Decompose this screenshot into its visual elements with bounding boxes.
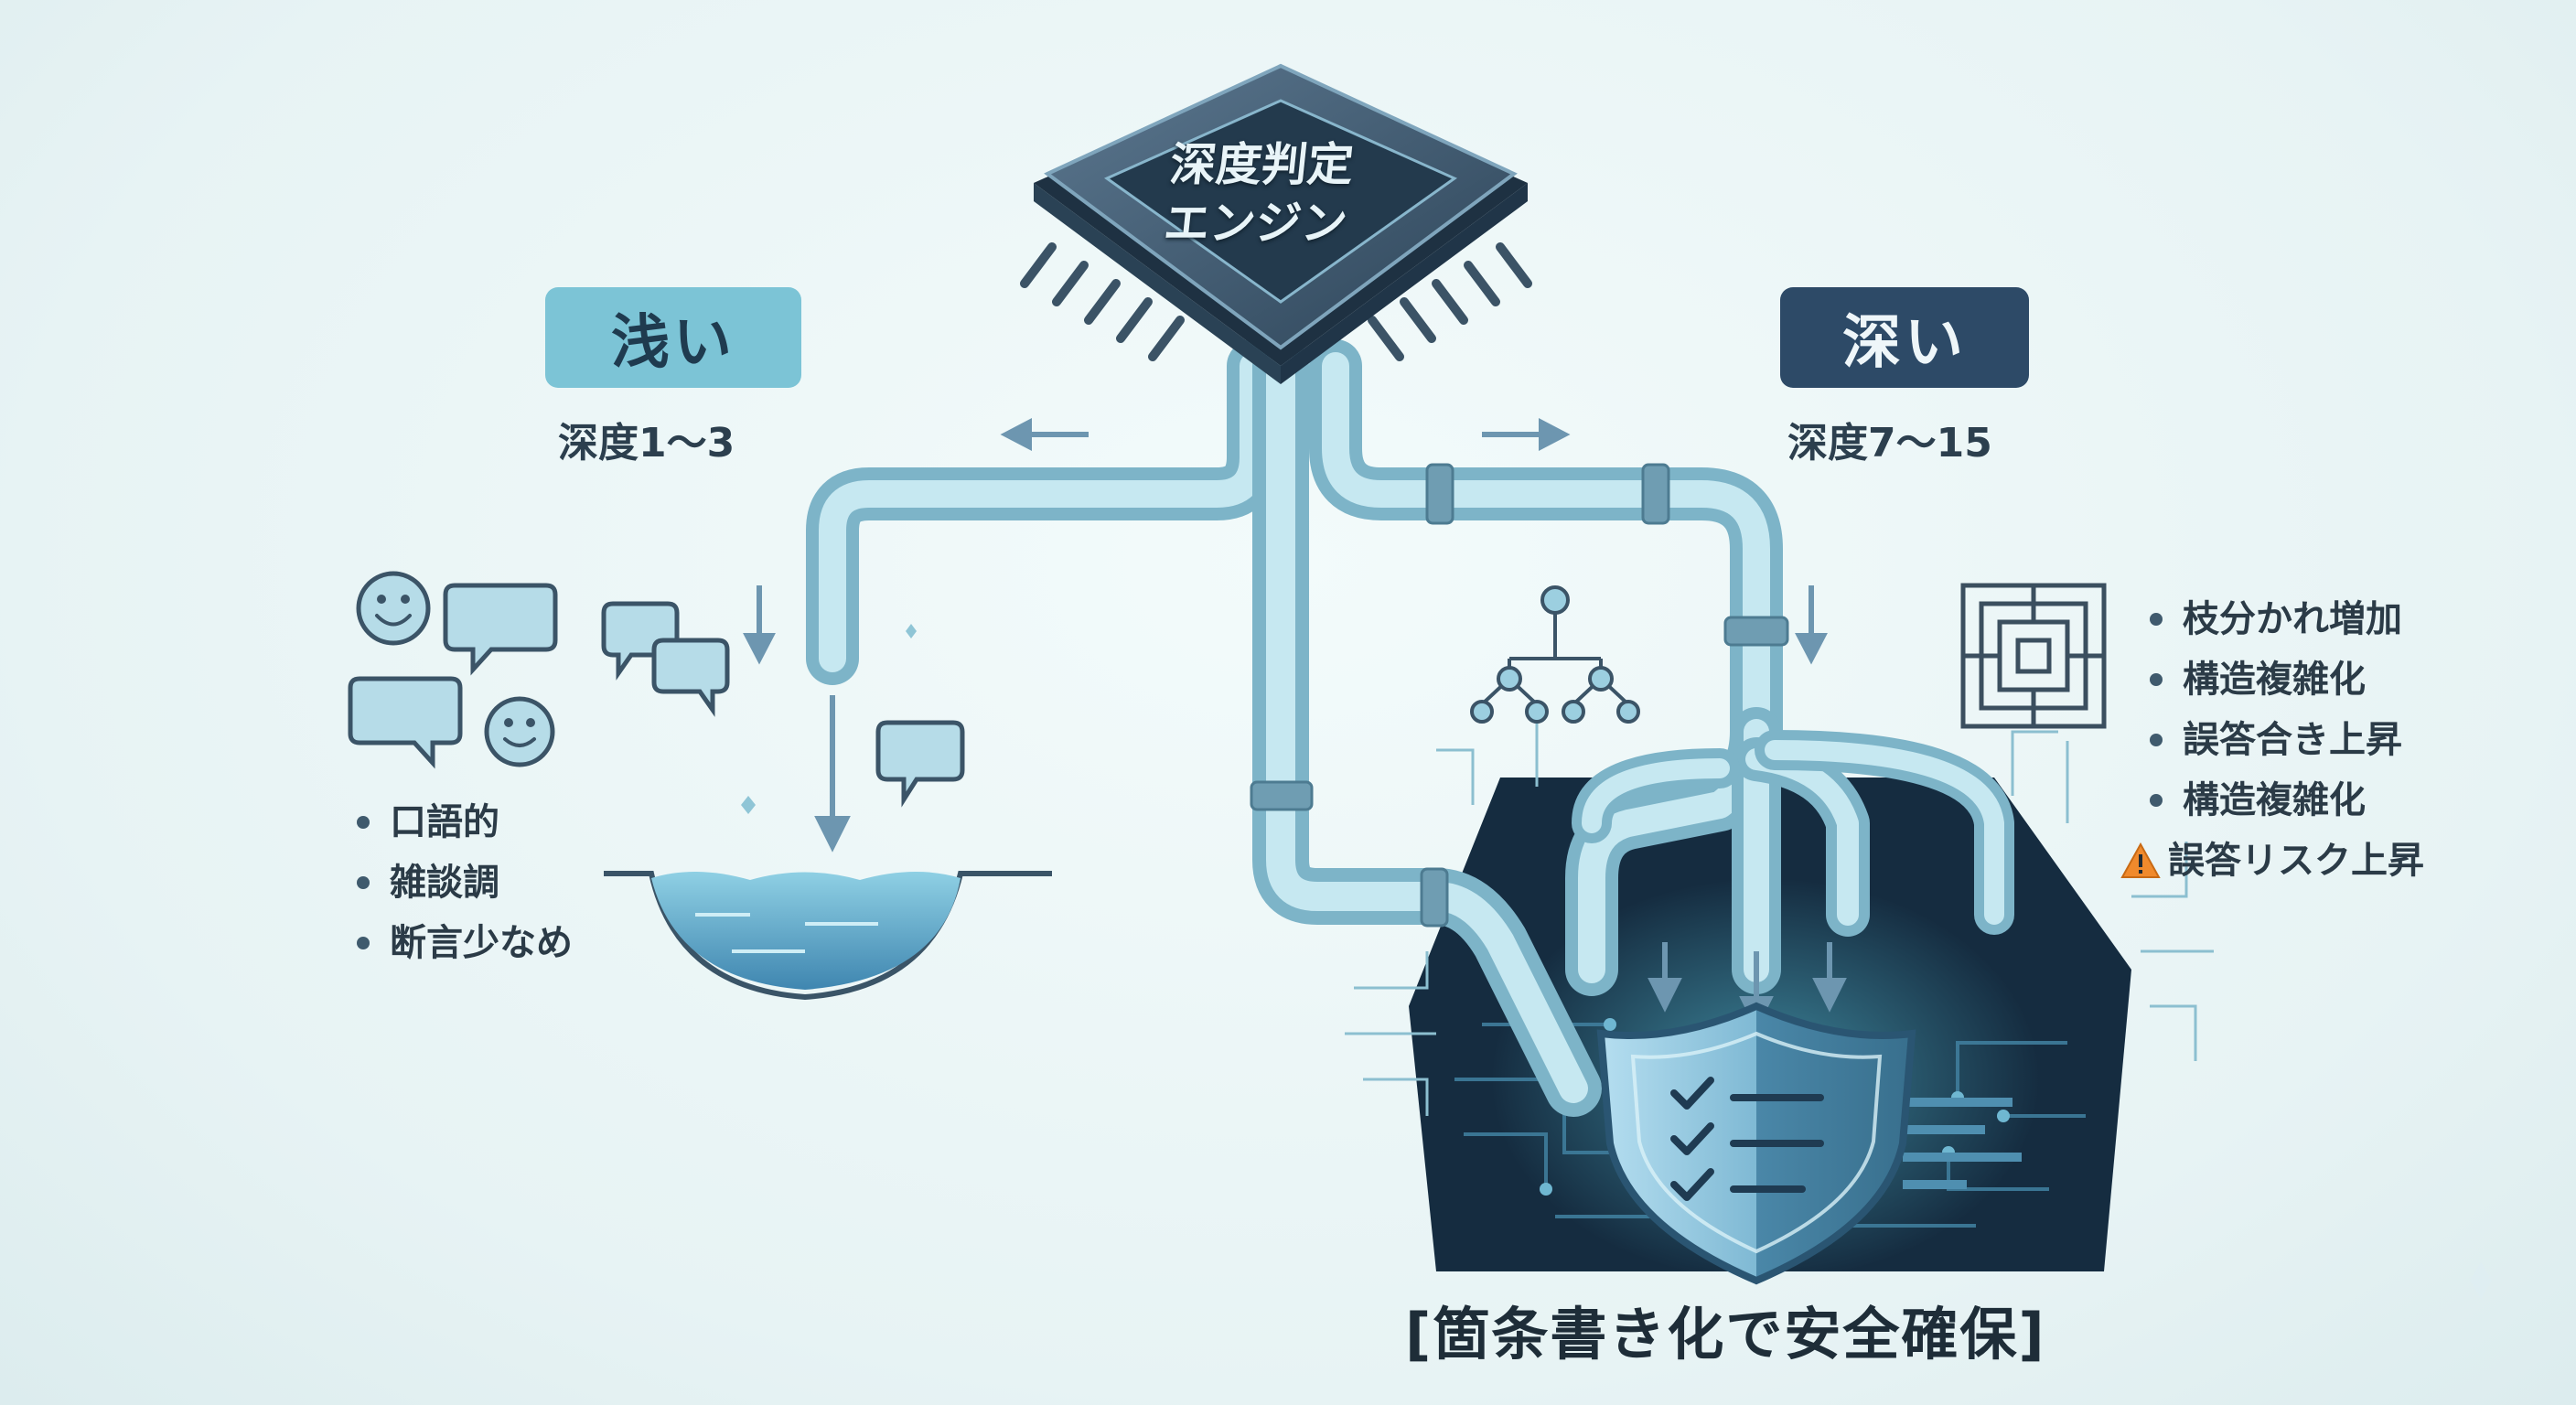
bullet-dot (2150, 613, 2163, 626)
shallow-badge: 浅い (545, 287, 801, 388)
trait-label: 誤答リスク上昇 (2168, 840, 2424, 882)
maze-icon (1960, 583, 2107, 729)
list-item: 構造複雑化 (2150, 770, 2424, 831)
bullet-dot (2150, 734, 2163, 746)
list-item: 断言少なめ (357, 913, 573, 973)
shallow-range: 深度1〜3 (558, 420, 735, 467)
trait-label: 構造複雑化 (2183, 779, 2366, 821)
hierarchy-tree-icon (1470, 585, 1640, 724)
bullet-dot (2150, 673, 2163, 686)
trait-label: 口語的 (390, 801, 499, 843)
warning-triangle-icon (2120, 842, 2161, 878)
sparkle-icon (741, 624, 2492, 1299)
deep-badge: 深い (1780, 287, 2029, 388)
pipe-network (806, 338, 2014, 1117)
chat-bubble-icon (348, 583, 965, 808)
bullet-dot (357, 816, 370, 829)
smiley-icon (356, 571, 555, 767)
trait-label: 断言少なめ (390, 922, 573, 964)
deep-traits-list: 枝分かれ増加 構造複雑化 誤答合き上昇 構造複雑化 誤答リスク上昇 (2120, 589, 2424, 891)
list-item: 枝分かれ増加 (2150, 589, 2424, 649)
list-item: 口語的 (357, 792, 573, 853)
cpu-chip-icon (1020, 63, 1532, 384)
trait-label: 雑談調 (390, 862, 499, 904)
deep-range: 深度7〜15 (1787, 420, 1992, 467)
list-item: 雑談調 (357, 853, 573, 913)
shield-check-icon (1596, 1002, 1916, 1285)
trait-label: 誤答合き上昇 (2183, 719, 2402, 761)
flow-arrows (743, 418, 1847, 1031)
shallow-traits-list: 口語的 雑談調 断言少なめ (357, 792, 573, 973)
list-item: 誤答リスク上昇 (2120, 831, 2424, 891)
trait-label: 構造複雑化 (2183, 659, 2366, 701)
footer-caption: [箇条書き化で安全確保] (1405, 1301, 2046, 1367)
bullet-dot (357, 937, 370, 949)
bullet-dot (357, 876, 370, 889)
engine-label-line1: 深度判定 (1167, 138, 1357, 191)
water-pool-icon (604, 871, 1052, 1001)
bullet-dot (2150, 794, 2163, 807)
engine-label-line2: エンジン (1161, 197, 1350, 250)
engine-label: 深度判定 エンジン (1124, 135, 1392, 252)
trait-label: 枝分かれ増加 (2183, 598, 2402, 640)
list-item: 誤答合き上昇 (2150, 710, 2424, 770)
list-item: 構造複雑化 (2150, 649, 2424, 710)
circuit-traces (1345, 713, 2214, 1116)
